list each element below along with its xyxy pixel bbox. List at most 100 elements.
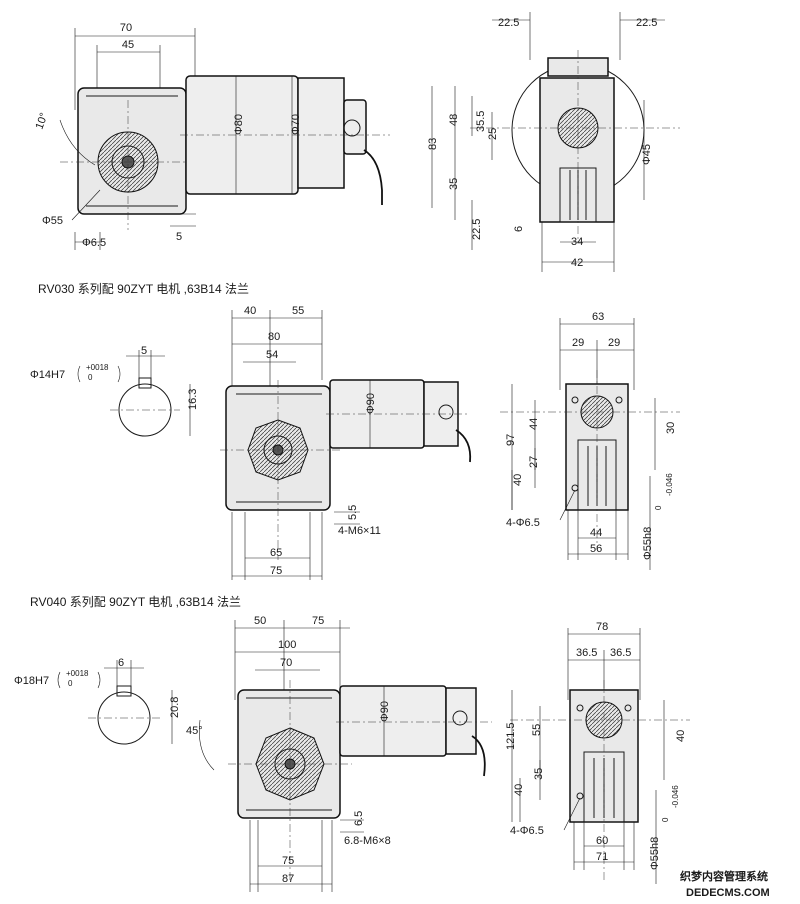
rv030-shaft-detail: Φ14H7 +0018 0 5 16.3	[30, 345, 199, 437]
rv025-dim-text: 5	[176, 231, 182, 243]
rv040-end-dim: Φ55h8	[649, 837, 661, 870]
rv030-end-dim: 97	[505, 434, 517, 446]
rv040-end-dim: 35	[533, 768, 545, 780]
rv040-side-dim: 75	[312, 615, 324, 627]
rv040-end-dim: 40	[675, 730, 687, 742]
rv030-end-dim: 44	[528, 418, 540, 430]
rv040-side-dim: 70	[280, 657, 292, 669]
rv040-bore-circle	[97, 691, 151, 745]
rv040-end-dim: 121.5	[505, 722, 517, 750]
rv040-shaft-detail: Φ18H7 +0018 0 6 20.8	[14, 657, 181, 745]
rv025-section: 70 45 10° Φ55 Φ6.5 5	[34, 12, 680, 272]
rv025-dim-text: 70	[120, 22, 132, 34]
rv030-end-dim: 56	[590, 543, 602, 555]
rv030-shaft-dim: Φ14H7	[30, 369, 65, 381]
rv040-end-dim: 40	[513, 784, 525, 796]
motor-endcap	[297, 77, 345, 189]
rv030-side-dim: Φ90	[365, 393, 377, 414]
rv030-end-view: 63 29 29 97 44 27 40 30 4-Φ6.5	[500, 311, 680, 570]
rv040-shaft-dim: 20.8	[169, 697, 181, 718]
rv030-motor-cable	[455, 429, 472, 463]
rv025-dim-text: 45	[122, 39, 134, 51]
rv030-section: RV030 系列配 90ZYT 电机 ,63B14 法兰 Φ14H7 +0018…	[30, 282, 680, 580]
rv040-end-dim: 36.5	[576, 647, 597, 659]
rv025-end-dim-text: 34	[571, 236, 583, 248]
rv030-title: RV030 系列配 90ZYT 电机 ,63B14 法兰	[38, 282, 249, 296]
rv040-shaft-dim: Φ18H7	[14, 675, 49, 687]
rv030-shaft-dim: +0018	[86, 363, 109, 372]
rv025-end-dim-text: 83	[427, 138, 439, 150]
rv040-end-dim: 36.5	[610, 647, 631, 659]
rv040-title: RV040 系列配 90ZYT 电机 ,63B14 法兰	[30, 595, 241, 609]
rv030-end-dim: 63	[592, 311, 604, 323]
rv040-motor-cable	[471, 735, 486, 777]
rv025-dim-text: 10°	[34, 111, 51, 131]
rv030-end-dim: Φ55h8	[642, 527, 654, 560]
watermark-line2: DEDECMS.COM	[686, 887, 770, 899]
rv030-end-dim: 0	[654, 505, 663, 510]
rv030-side-dim: 80	[268, 331, 280, 343]
rv025-end-dim-text: 35.5	[475, 111, 487, 132]
rv040-shaft-dim: 0	[68, 679, 73, 688]
rv030-side-dim: 40	[244, 305, 256, 317]
rv025-end-dim-text: 48	[448, 114, 460, 126]
rv040-end-dim: 71	[596, 851, 608, 863]
rv025-dim-text: Φ80	[233, 114, 245, 135]
rv030-shaft-dim: 16.3	[187, 389, 199, 410]
rv025-end-dim-text: 22.5	[471, 219, 483, 240]
rv040-end-dim: 55	[531, 724, 543, 736]
rv040-end-dim: 60	[596, 835, 608, 847]
rv040-end-view: 78 36.5 36.5 121.5 55 35 40 40 4-	[505, 621, 690, 884]
rv040-side-dim: 75	[282, 855, 294, 867]
rv025-end-view: 22.5 22.5 83 48 35.5 25 35 22.5	[427, 12, 680, 272]
rv025-dim-text: Φ70	[290, 114, 302, 135]
rv040-end-dim: -0.046	[671, 785, 680, 808]
rv040-side-view: 50 75 100 70 45° Φ90 6.5 6.8-M6×8	[186, 615, 492, 892]
rv030-side-dim: 65	[270, 547, 282, 559]
rv040-side-dim: 87	[282, 873, 294, 885]
rv040-side-dim: 6.8-M6×8	[344, 835, 391, 847]
watermark-line1: 织梦内容管理系统	[680, 869, 768, 883]
rv040-section: RV040 系列配 90ZYT 电机 ,63B14 法兰 Φ18H7 +0018…	[14, 595, 690, 892]
end-housing	[539, 77, 615, 223]
rv030-side-dim: 55	[292, 305, 304, 317]
rv040-side-dim: Φ90	[379, 701, 391, 722]
rv040-shaft-dim: +0018	[66, 669, 89, 678]
rv030-end-dim: 29	[572, 337, 584, 349]
rv025-end-dim-text: 25	[487, 128, 499, 140]
rv030-side-dim: 75	[270, 565, 282, 577]
rv030-side-dim: 54	[266, 349, 278, 361]
motor-cable	[363, 149, 383, 205]
rv030-side-dim: 5.5	[347, 505, 359, 520]
rv030-end-dim: 29	[608, 337, 620, 349]
rv040-end-dim: 4-Φ6.5	[510, 825, 544, 837]
rv030-end-dim: 44	[590, 527, 602, 539]
rv025-end-dim-text: 35	[448, 178, 460, 190]
rv030-end-dim: 4-Φ6.5	[506, 517, 540, 529]
rv040-shaft-dim: 6	[118, 657, 124, 669]
rv030-end-dim: 40	[512, 474, 524, 486]
rv030-side-dim: 4-M6×11	[338, 525, 381, 537]
rv025-dim-text: Φ6.5	[82, 237, 106, 249]
rv025-dim-text: Φ55	[42, 215, 63, 227]
rv030-side-view: 40 55 80 54 Φ90 5.5 4-M6×11	[220, 305, 472, 580]
watermark: 织梦内容管理系统 DEDECMS.COM	[680, 869, 770, 899]
rv025-end-dim-text: 42	[571, 257, 583, 269]
rv025-side-view: 70 45 10° Φ55 Φ6.5 5	[34, 22, 390, 250]
rv030-end-dim: 30	[665, 422, 677, 434]
rv040-end-dim: 78	[596, 621, 608, 633]
rv030-shaft-dim: 0	[88, 373, 93, 382]
rv025-end-dim-text: 22.5	[498, 17, 519, 29]
rv040-side-dim: 50	[254, 615, 266, 627]
rv040-side-dim: 6.5	[353, 811, 365, 826]
rv040-motor-body	[339, 685, 447, 757]
rv025-end-dim-text: 6	[513, 226, 525, 232]
rv040-end-dim: 0	[661, 817, 670, 822]
rv025-end-dim-text: Φ45	[641, 144, 653, 165]
rv030-end-dim: -0.046	[665, 473, 674, 496]
rv030-shaft-dim: 5	[141, 345, 147, 357]
rv030-end-dim: 27	[528, 456, 540, 468]
rv040-side-dim: 100	[278, 639, 296, 651]
rv040-side-dim: 45°	[186, 725, 203, 737]
